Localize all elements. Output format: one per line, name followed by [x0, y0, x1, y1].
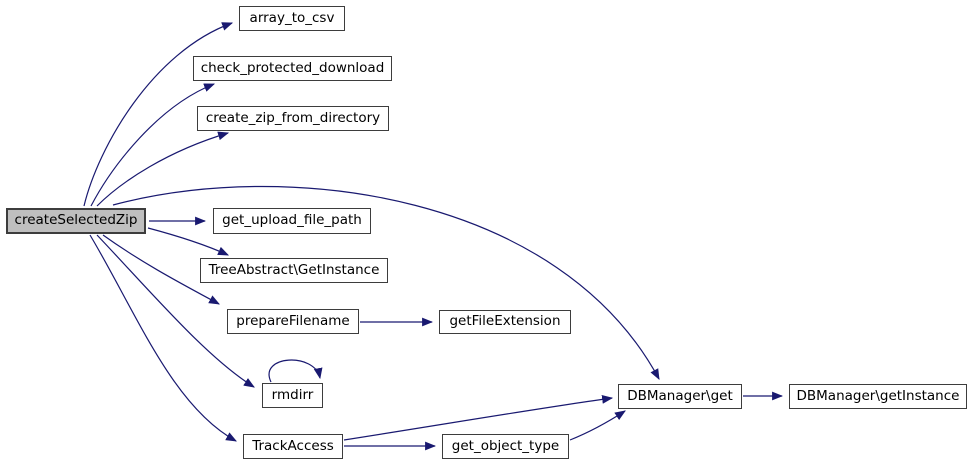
node-dbmanager-getinstance[interactable]: DBManager\getInstance: [789, 384, 967, 409]
edge-createSelectedZip-to-TreeAbstract-GetInstance: [147, 227, 230, 256]
edge-createSelectedZip-to-prepareFilename: [102, 234, 220, 305]
node-check_protected_download[interactable]: check_protected_download: [193, 56, 392, 81]
node-treeabstract-getinstance[interactable]: TreeAbstract\GetInstance: [200, 258, 388, 283]
edge-createSelectedZip-to-TrackAccess: [89, 234, 237, 442]
node-dbmanager-get[interactable]: DBManager\get: [618, 384, 742, 409]
node-create_zip_from_directory[interactable]: create_zip_from_directory: [197, 106, 389, 131]
node-rmdirr[interactable]: rmdirr: [262, 383, 323, 408]
node-getFileExtension[interactable]: getFileExtension: [439, 310, 571, 334]
edge-createSelectedZip-to-check_protected_download: [90, 83, 216, 207]
node-array_to_csv[interactable]: array_to_csv: [239, 6, 345, 31]
edge-TrackAccess-to-DBManager-get: [343, 395, 614, 441]
node-TrackAccess[interactable]: TrackAccess: [243, 434, 343, 459]
edge-createSelectedZip-to-rmdirr: [96, 234, 255, 388]
edge-get_object_type-to-DBManager-get: [569, 410, 626, 441]
node-get_object_type[interactable]: get_object_type: [442, 434, 569, 459]
edge-rmdirr-self-loop: [268, 359, 323, 383]
node-get_upload_file_path[interactable]: get_upload_file_path: [213, 208, 371, 234]
edge-createSelectedZip-to-create_zip_from_directory: [96, 131, 230, 207]
edge-createSelectedZip-to-DBManager-get: [112, 185, 660, 380]
node-createSelectedZip[interactable]: createSelectedZip: [6, 208, 146, 234]
node-prepareFilename[interactable]: prepareFilename: [227, 309, 359, 334]
edge-createSelectedZip-to-array_to_csv: [83, 22, 234, 207]
